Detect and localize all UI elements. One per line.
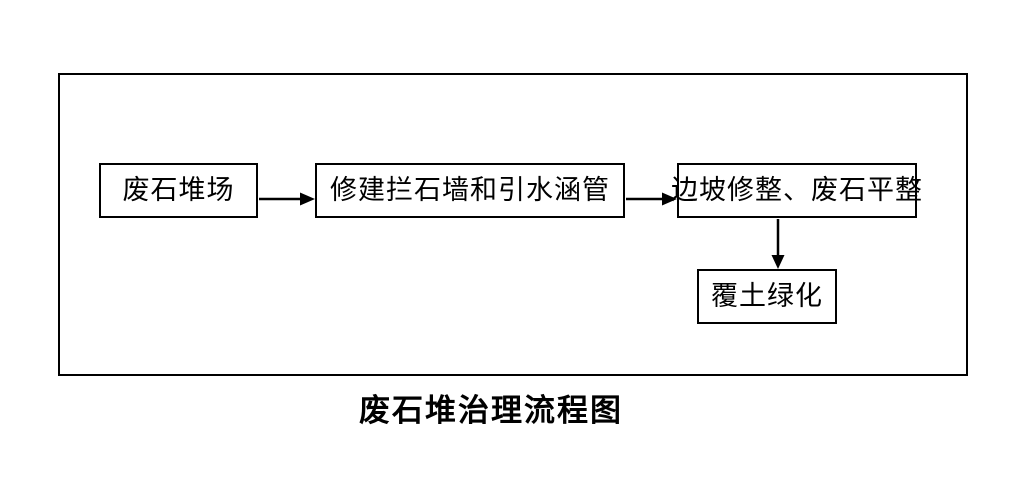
flow-node-label: 覆土绿化 xyxy=(711,281,823,311)
diagram-caption: 废石堆治理流程图 xyxy=(359,393,623,428)
flow-node-label: 边坡修整、废石平整 xyxy=(671,175,923,205)
flow-node-label: 修建拦石墙和引水涵管 xyxy=(330,175,610,205)
flow-node-waste-rock-yard: 废石堆场 xyxy=(99,163,258,218)
flow-node-slope-and-leveling: 边坡修整、废石平整 xyxy=(671,163,922,218)
flow-node-build-wall-and-culvert: 修建拦石墙和引水涵管 xyxy=(315,163,625,218)
diagram-border-frame xyxy=(58,73,968,376)
flow-node-label: 废石堆场 xyxy=(122,175,235,205)
flow-node-soil-cover-greening: 覆土绿化 xyxy=(697,269,837,324)
